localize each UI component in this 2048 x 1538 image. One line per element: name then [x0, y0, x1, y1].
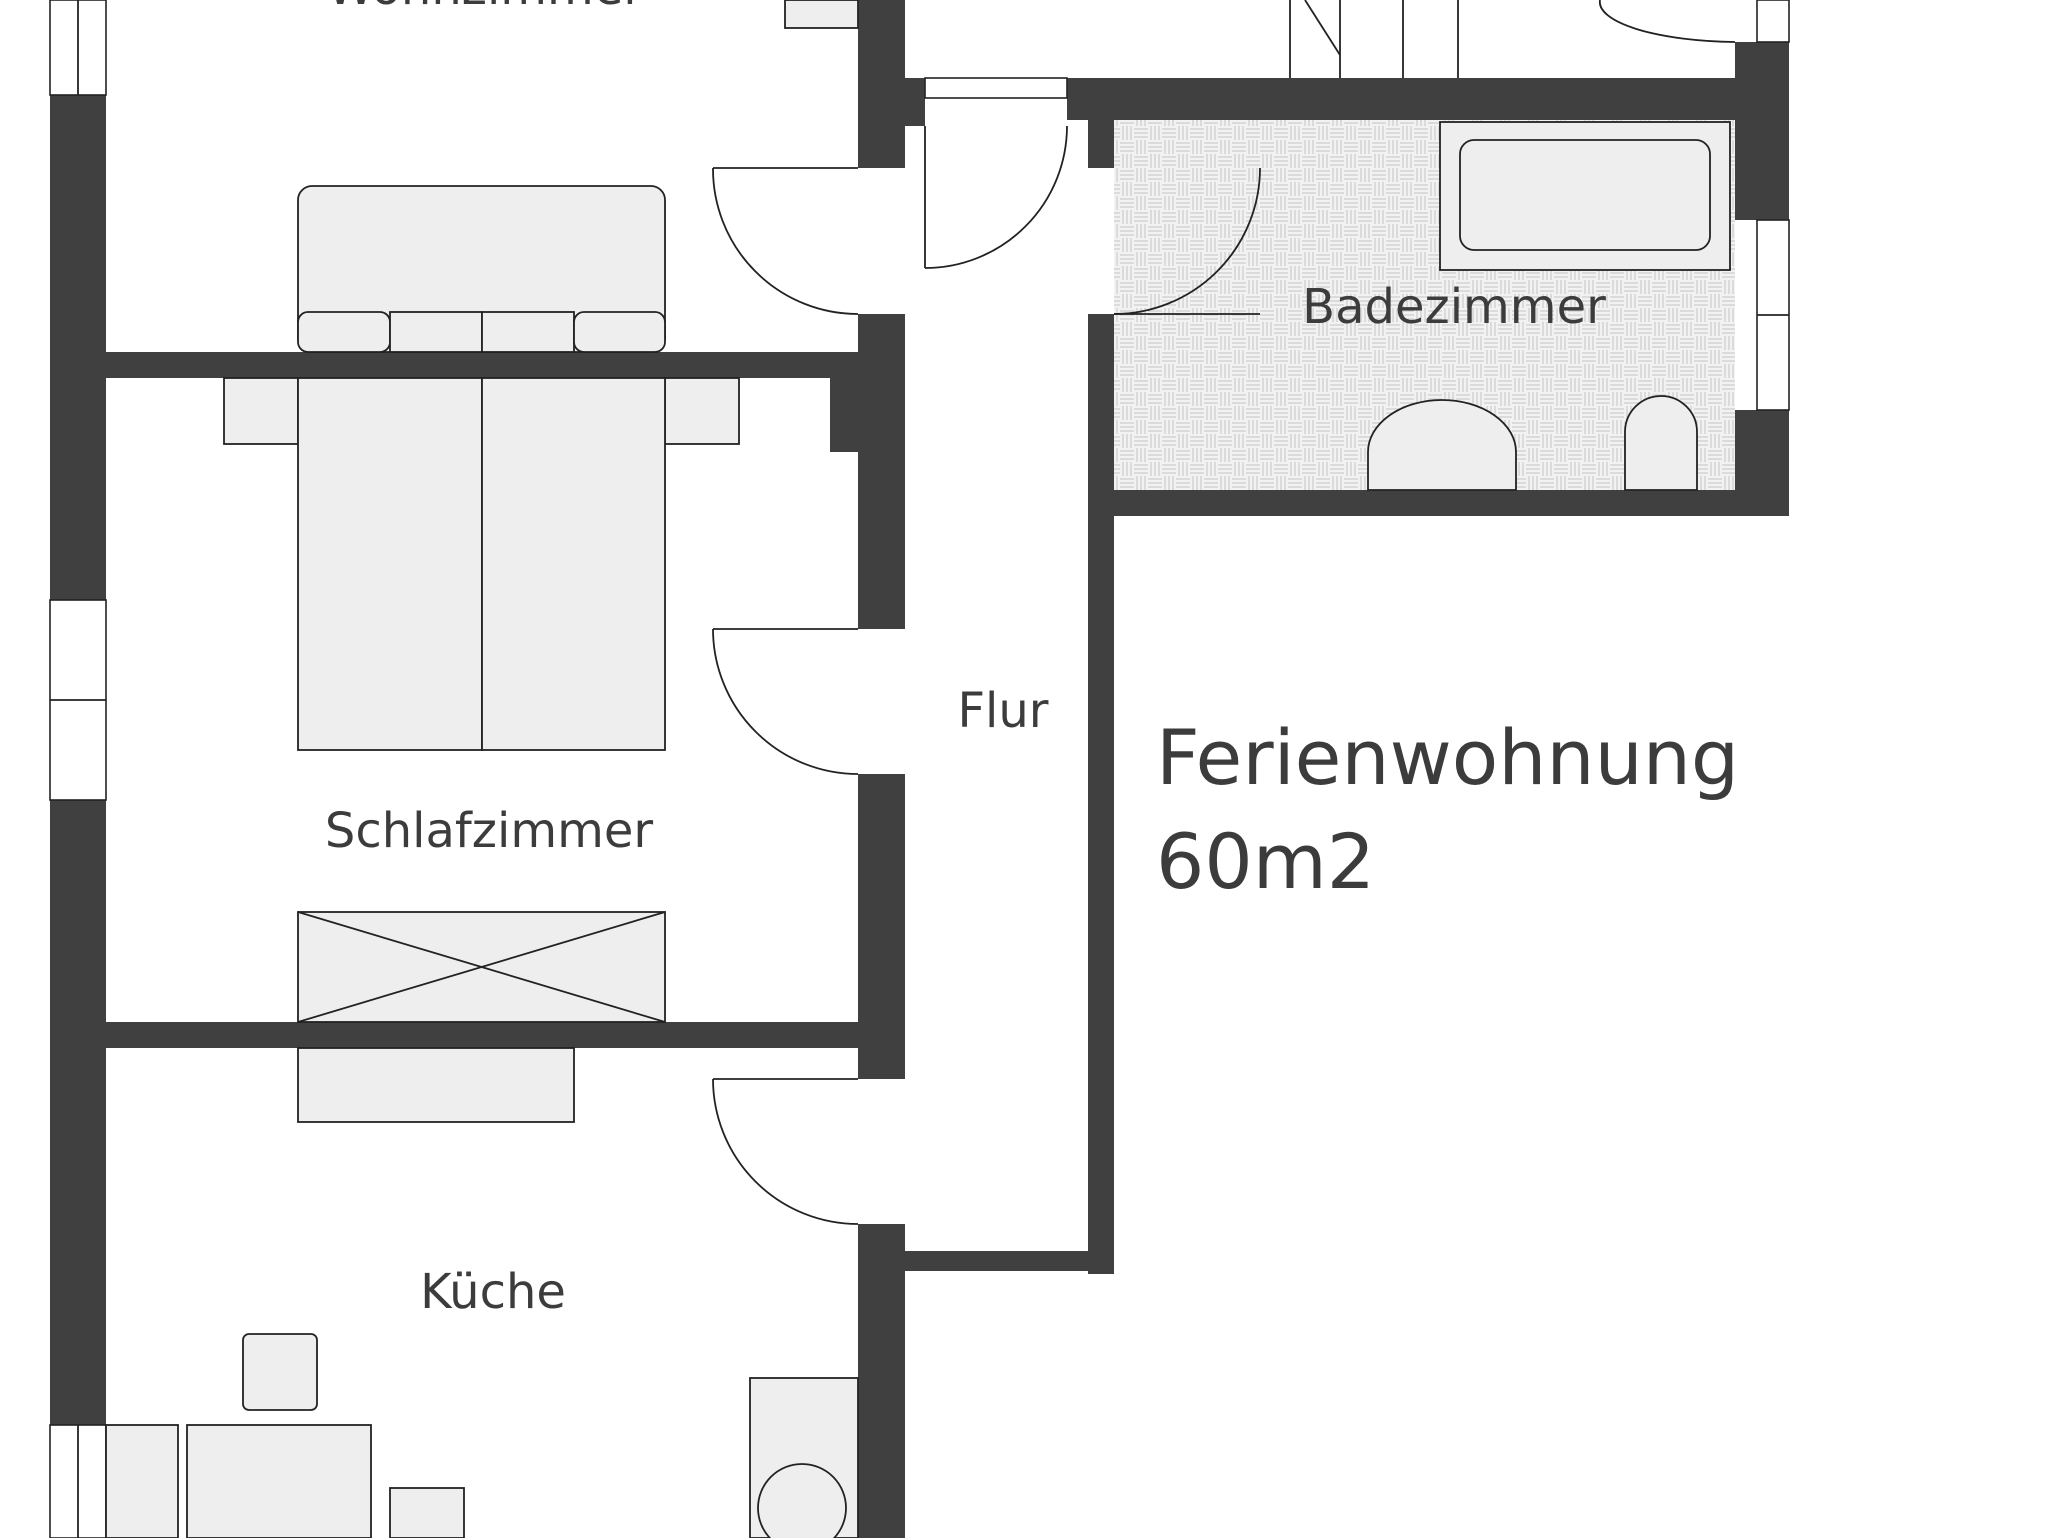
room-labels: Wohnzimmer Badezimmer Flur Schlafzimmer …	[325, 0, 1739, 1320]
bath-fixtures	[1367, 121, 1731, 491]
window-bedroom	[49, 599, 107, 801]
kitchen-furniture	[105, 1047, 859, 1538]
nightstand-right	[664, 377, 740, 445]
label-apartment-area: 60m2	[1156, 817, 1375, 906]
sofa-cushion	[573, 311, 666, 353]
washbasin	[1367, 399, 1517, 491]
living-cabinet	[784, 0, 859, 29]
walls	[50, 0, 1789, 1538]
kitchen-shelf	[297, 1047, 575, 1123]
wall-bath-north	[1067, 78, 1789, 120]
wall-living-bedroom	[106, 352, 858, 378]
door-hall-top	[924, 125, 1068, 269]
bedroom-furniture	[223, 185, 740, 1023]
wall-hall-east-jamb	[1088, 120, 1114, 168]
nightstand-left	[223, 377, 299, 445]
door-bedroom	[712, 628, 859, 775]
wall-top-stub	[905, 78, 925, 126]
sofa-cushion	[389, 311, 483, 353]
window-top-right	[1756, 0, 1790, 43]
wall-bedroom-kitchen	[106, 1022, 858, 1048]
bathtub-basin	[1459, 139, 1711, 251]
label-kitchen: Küche	[420, 1264, 566, 1320]
wall-left-exterior	[50, 95, 106, 600]
wall-hall-west	[858, 1224, 905, 1538]
door-living	[712, 167, 859, 315]
door-bath	[1113, 167, 1261, 315]
wall-hall-west-jamb	[830, 378, 858, 452]
door-kitchen	[712, 1078, 859, 1225]
wall-hall-east	[1088, 314, 1114, 1274]
sofa-cushion	[297, 311, 391, 353]
wall-hall-west	[858, 0, 905, 168]
window-living	[49, 0, 107, 96]
bed-right	[481, 377, 666, 751]
window-bath	[1756, 219, 1790, 411]
window-kitchen	[49, 1424, 107, 1538]
chair	[242, 1333, 318, 1411]
label-living-room: Wohnzimmer	[327, 0, 643, 16]
label-bathroom: Badezimmer	[1302, 279, 1606, 335]
sofa-cushion	[481, 311, 575, 353]
bench	[105, 1424, 179, 1538]
top-fixtures	[784, 0, 1736, 78]
label-apartment-name: Ferienwohnung	[1156, 713, 1739, 802]
wall-bath-east	[1735, 42, 1789, 220]
chair	[389, 1487, 465, 1538]
label-bedroom: Schlafzimmer	[325, 803, 654, 859]
wardrobe-cross	[297, 911, 666, 1023]
wall-hall-south	[905, 1251, 1114, 1271]
sink-bowl	[757, 1463, 847, 1538]
wall-hall-west	[858, 774, 905, 1079]
wall-bath-south	[1114, 490, 1789, 516]
top-arc	[1598, 0, 1736, 43]
top-diagonal	[1304, 0, 1341, 56]
doors	[712, 125, 1261, 1225]
wall-hall-west	[858, 314, 905, 629]
bed-left	[297, 377, 483, 751]
label-hallway: Flur	[957, 683, 1048, 739]
frame-top-door	[924, 77, 1068, 99]
toilet	[1624, 395, 1698, 491]
windows	[49, 0, 1790, 1538]
wall-left-exterior	[50, 800, 106, 1425]
dining-table	[186, 1424, 372, 1538]
